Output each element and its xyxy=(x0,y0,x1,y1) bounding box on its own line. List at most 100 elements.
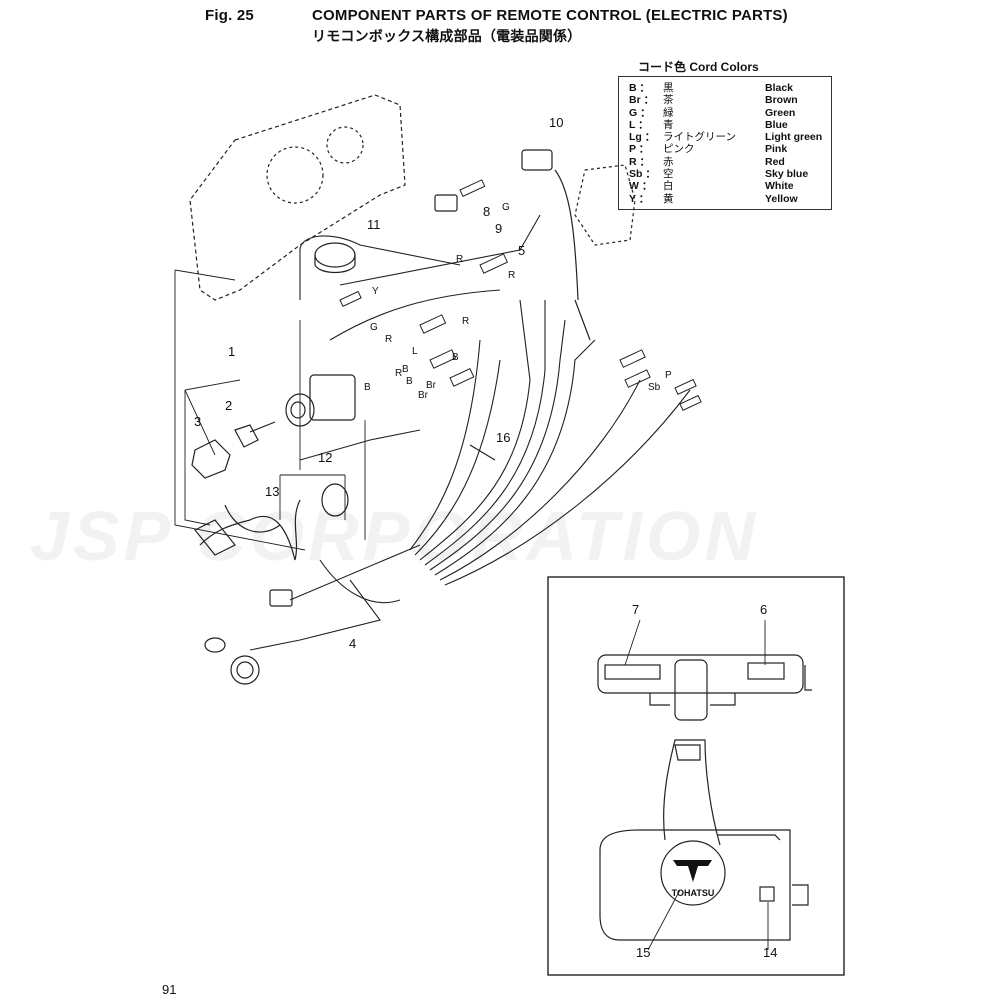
tohatsu-logo-text: TOHATSU xyxy=(672,888,715,898)
cord-color-en: White xyxy=(765,180,794,193)
wiring-harness xyxy=(249,214,691,651)
wire-label: L xyxy=(412,346,418,357)
cord-color-en: Yellow xyxy=(765,192,798,205)
wire-label: G xyxy=(502,202,510,213)
wire-label: B xyxy=(406,376,413,387)
cord-color-ja: 黄 xyxy=(663,192,674,205)
callout-7: 7 xyxy=(632,602,639,617)
cord-code: P ： xyxy=(629,143,650,156)
wire-label: G xyxy=(370,322,378,333)
callout-2: 2 xyxy=(225,398,232,413)
main-harness-plug xyxy=(204,589,293,685)
cord-color-ja: 緑 xyxy=(663,106,674,119)
cord-color-ja: ライトグリーン xyxy=(663,131,736,144)
cord-color-row: R ： 赤 Red xyxy=(619,156,831,168)
page-title-japanese: リモコンボックス構成部品（電装品関係） xyxy=(312,28,582,44)
trim-switch xyxy=(521,149,636,341)
figure-number: Fig. 25 xyxy=(205,7,254,24)
cord-code: G ： xyxy=(629,106,651,119)
cord-code: L ： xyxy=(629,118,649,131)
cord-color-en: Blue xyxy=(765,118,788,131)
inset-leader-lines xyxy=(624,619,769,951)
inset-frame xyxy=(547,576,845,976)
cord-code: W ： xyxy=(629,180,653,193)
page-number: 91 xyxy=(162,982,177,997)
ignition-key xyxy=(234,421,276,448)
callout-14: 14 xyxy=(763,945,777,960)
wire-label: B xyxy=(452,352,459,363)
callout-10: 10 xyxy=(549,115,563,130)
emergency-stop-switch xyxy=(194,483,349,561)
switch-cap xyxy=(191,439,231,479)
cord-color-ja: 青 xyxy=(663,118,674,131)
cord-code: B ： xyxy=(629,82,650,94)
cord-color-row: W ： 白 White xyxy=(619,180,831,192)
wire-connectors xyxy=(339,179,702,412)
wire-label: R xyxy=(508,270,515,281)
housing-gear xyxy=(266,146,324,204)
cord-code: Sb ： xyxy=(629,168,656,181)
page-title-english: COMPONENT PARTS OF REMOTE CONTROL (ELECT… xyxy=(312,7,788,24)
cord-code: Br ： xyxy=(629,94,655,107)
wire-label: R xyxy=(395,368,402,379)
callout-16: 16 xyxy=(496,430,510,445)
remote-housing-outline xyxy=(189,94,406,301)
callout-1: 1 xyxy=(228,344,235,359)
leader-lines xyxy=(174,269,366,551)
cord-color-ja: 白 xyxy=(663,180,674,193)
callout-4: 4 xyxy=(349,636,356,651)
cord-color-row: Br ： 茶 Brown xyxy=(619,94,831,106)
main-switch xyxy=(285,374,356,427)
callout-15: 15 xyxy=(636,945,650,960)
cord-color-row: G ： 緑 Green xyxy=(619,107,831,119)
callout-12: 12 xyxy=(318,450,332,465)
wire-label: Sb xyxy=(648,382,661,393)
cord-color-en: Red xyxy=(765,155,785,168)
cord-color-row: P ： ピンク Pink xyxy=(619,143,831,155)
cord-color-ja: 空 xyxy=(663,168,674,181)
tohatsu-logo-mark xyxy=(673,860,712,882)
cord-code: Lg ： xyxy=(629,131,656,144)
cord-color-ja: ピンク xyxy=(663,143,695,156)
wire-label: R xyxy=(456,254,463,265)
remote-top-view xyxy=(597,654,812,721)
cord-color-ja: 黒 xyxy=(663,82,674,94)
cord-color-ja: 赤 xyxy=(663,155,674,168)
callout-5: 5 xyxy=(518,243,525,258)
wire-label: Br xyxy=(418,390,429,401)
cord-color-en: Pink xyxy=(765,143,788,156)
cord-color-ja: 茶 xyxy=(663,94,674,107)
cord-color-en: Brown xyxy=(765,94,798,107)
wire-label: Br xyxy=(426,380,437,391)
callout-9: 9 xyxy=(495,221,502,236)
wire-label: R xyxy=(462,316,469,327)
wire-label: R xyxy=(385,334,392,345)
callout-6: 6 xyxy=(760,602,767,617)
cord-color-en: Black xyxy=(765,82,794,94)
wire-label: P xyxy=(665,370,672,381)
callout-11: 11 xyxy=(367,217,381,232)
cord-code: R ： xyxy=(629,155,650,168)
remote-side-view xyxy=(599,739,809,941)
cable-tie xyxy=(469,444,496,461)
cord-color-row: L ： 青 Blue xyxy=(619,119,831,131)
cord-color-row: Lg ： ライトグリーン Light green xyxy=(619,131,831,143)
cord-colors-caption: コード色 Cord Colors xyxy=(638,60,759,74)
wire-label: B xyxy=(402,364,409,375)
cord-color-row: B ： 黒 Black xyxy=(619,82,831,94)
wire-label: Y xyxy=(372,286,379,297)
watermark-text: JSP CORPORATION xyxy=(30,497,759,575)
cord-color-en: Light green xyxy=(765,131,823,144)
warning-buzzer xyxy=(314,242,356,274)
housing-gear xyxy=(326,126,364,164)
cord-color-row: Sb ： 空 Sky blue xyxy=(619,168,831,180)
callout-8: 8 xyxy=(483,204,490,219)
callout-3: 3 xyxy=(194,414,201,429)
wire-label: B xyxy=(364,382,371,393)
cord-color-en: Sky blue xyxy=(765,168,809,181)
cord-color-en: Green xyxy=(765,106,796,119)
callout-13: 13 xyxy=(265,484,279,499)
connector-block xyxy=(434,194,458,212)
